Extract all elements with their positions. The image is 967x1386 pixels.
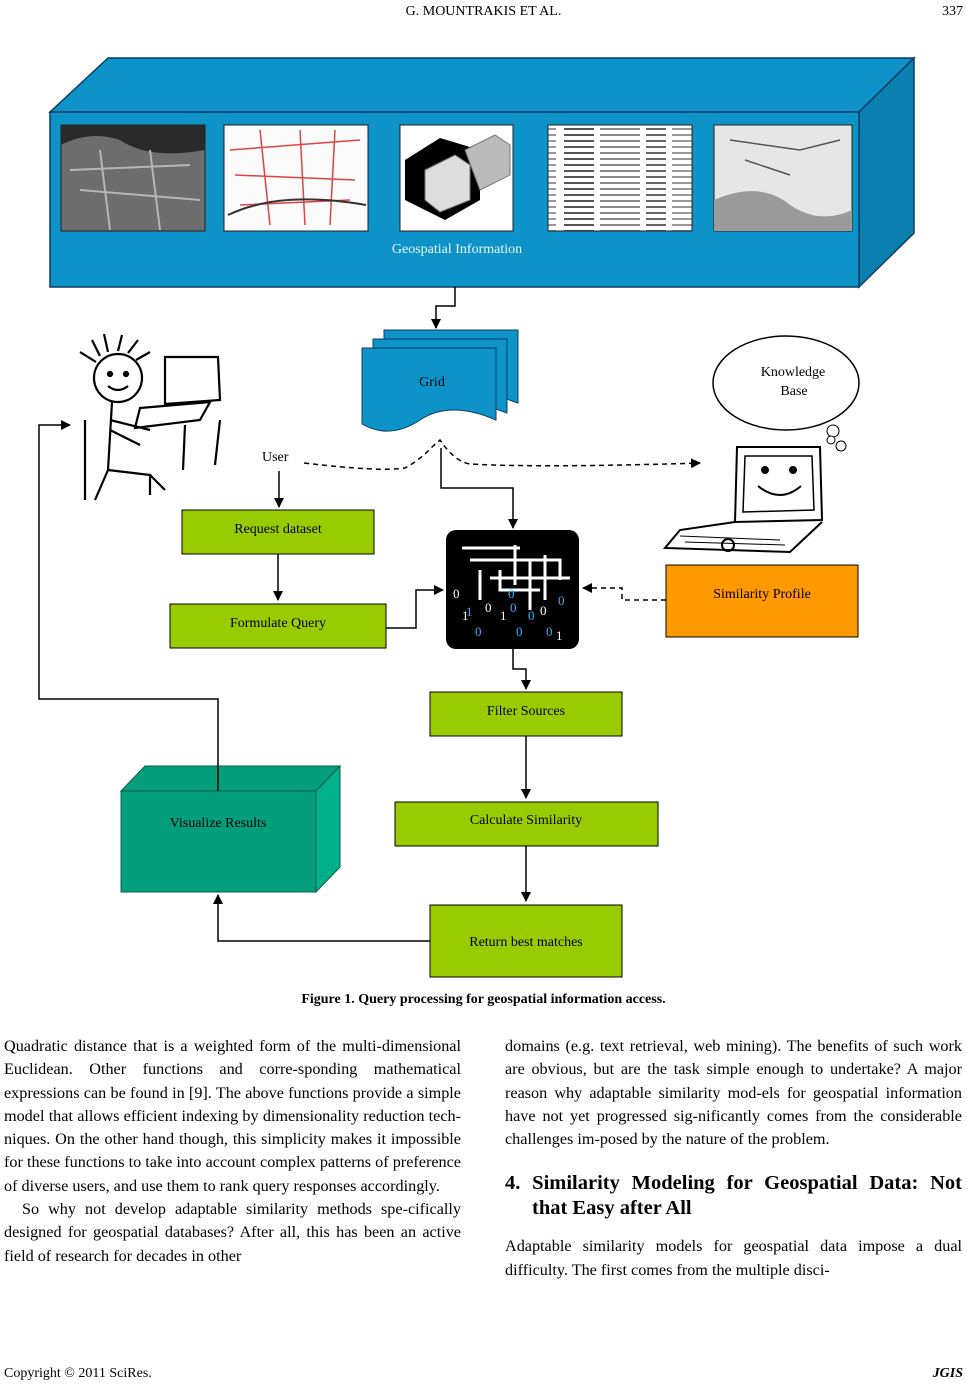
- svg-text:0: 0: [546, 624, 553, 639]
- knowledge-base-cloud: Knowledge Base: [712, 335, 860, 452]
- calculate-similarity-box: [394, 801, 659, 847]
- visualize-results-label: Visualize Results: [170, 816, 267, 831]
- svg-text:1: 1: [500, 608, 507, 623]
- processor-chip-icon: 0 1 0 1 0 1 1 0 0 0 0 0 0 0: [446, 530, 579, 649]
- copyright-footer: Copyright © 2011 SciRes.: [4, 1366, 152, 1381]
- grid-label: Grid: [419, 375, 445, 390]
- svg-text:0: 0: [540, 603, 547, 618]
- svg-text:1: 1: [462, 608, 469, 623]
- svg-text:0: 0: [485, 600, 492, 615]
- svg-text:0: 0: [510, 600, 517, 615]
- visualize-results-box: Visualize Results: [119, 764, 342, 894]
- filter-sources-box: [429, 691, 623, 737]
- geospatial-information-box: Geospatial Information: [48, 56, 916, 289]
- return-best-matches-box: [429, 904, 623, 978]
- filter-sources-label: Filter Sources: [487, 704, 565, 719]
- svg-text:1: 1: [556, 628, 563, 643]
- section-heading: 4. Similarity Modeling for Geospatial Da…: [505, 1172, 962, 1220]
- formulate-query-label: Formulate Query: [230, 616, 326, 631]
- calculate-similarity-label: Calculate Similarity: [470, 813, 582, 828]
- left-paragraph-2: So why not develop adaptable similarity …: [4, 1200, 461, 1265]
- figure-1-diagram: Geospatial Information Grid Knowledge Ba…: [38, 56, 916, 978]
- left-column: Quadratic distance that is a weighted fo…: [4, 1035, 461, 1268]
- figure-caption: Figure 1. Query processing for geospatia…: [301, 992, 666, 1007]
- running-title: G. MOUNTRAKIS ET AL.: [405, 4, 562, 19]
- laptop-icon: [662, 446, 824, 554]
- svg-text:0: 0: [528, 608, 535, 623]
- right-column: domains (e.g. text retrieval, web mining…: [505, 1035, 962, 1282]
- journal-footer: JGIS: [932, 1366, 963, 1381]
- svg-text:0: 0: [475, 624, 482, 639]
- svg-text:0: 0: [508, 586, 515, 601]
- right-paragraph-1: domains (e.g. text retrieval, web mining…: [505, 1037, 962, 1149]
- right-paragraph-2: Adaptable similarity models for geospati…: [505, 1237, 962, 1279]
- similarity-profile-label: Similarity Profile: [713, 587, 811, 602]
- knowledge-base-label-line2: Base: [780, 384, 807, 399]
- knowledge-base-label-line1: Knowledge: [761, 365, 826, 380]
- user-label: User: [262, 450, 289, 465]
- formulate-query-box: [169, 603, 387, 649]
- request-dataset-label: Request dataset: [234, 522, 322, 537]
- attribute-table-thumbnail: [547, 124, 693, 232]
- similarity-profile-box: [665, 564, 859, 638]
- request-dataset-box: [181, 509, 375, 555]
- left-paragraph-1: Quadratic distance that is a weighted fo…: [4, 1037, 461, 1195]
- user-stick-figure-icon: [79, 333, 222, 501]
- geospatial-information-label: Geospatial Information: [392, 242, 522, 257]
- svg-text:0: 0: [558, 593, 565, 608]
- svg-text:0: 0: [453, 586, 460, 601]
- svg-text:1: 1: [466, 604, 473, 619]
- grid-stack: Grid: [361, 329, 519, 432]
- svg-text:0: 0: [516, 624, 523, 639]
- return-best-matches-label: Return best matches: [469, 935, 583, 950]
- page-number: 337: [942, 4, 963, 19]
